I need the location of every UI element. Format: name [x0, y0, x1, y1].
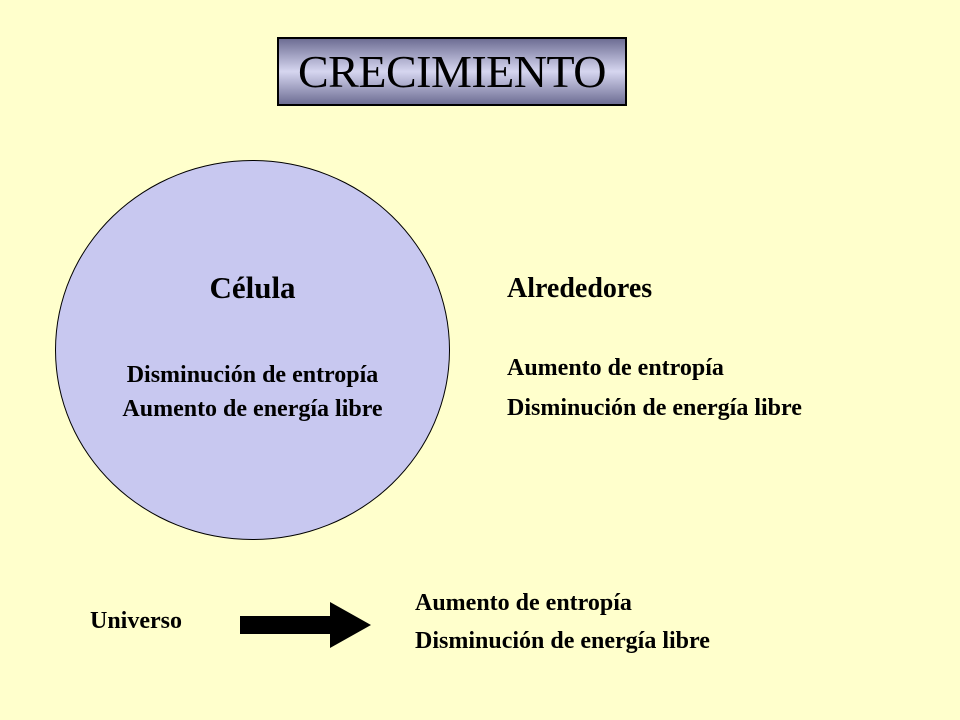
cell-entropy-text: Disminución de entropía	[126, 362, 379, 388]
surroundings-title: Alrededores	[507, 273, 653, 304]
slide-title: CRECIMIENTO	[298, 46, 607, 97]
cell-circle	[55, 160, 450, 540]
cell-energy-text: Aumento de energía libre	[122, 396, 383, 422]
universe-label: Universo	[90, 608, 182, 634]
universe-energy-text: Disminución de energía libre	[415, 628, 710, 654]
universe-entropy-text: Aumento de entropía	[415, 590, 632, 616]
surroundings-entropy-text: Aumento de entropía	[507, 355, 724, 381]
surroundings-energy-text: Disminución de energía libre	[507, 395, 802, 421]
cell-title: Célula	[209, 270, 296, 305]
right-arrow-icon	[240, 602, 371, 648]
title-box: CRECIMIENTO	[277, 37, 627, 106]
